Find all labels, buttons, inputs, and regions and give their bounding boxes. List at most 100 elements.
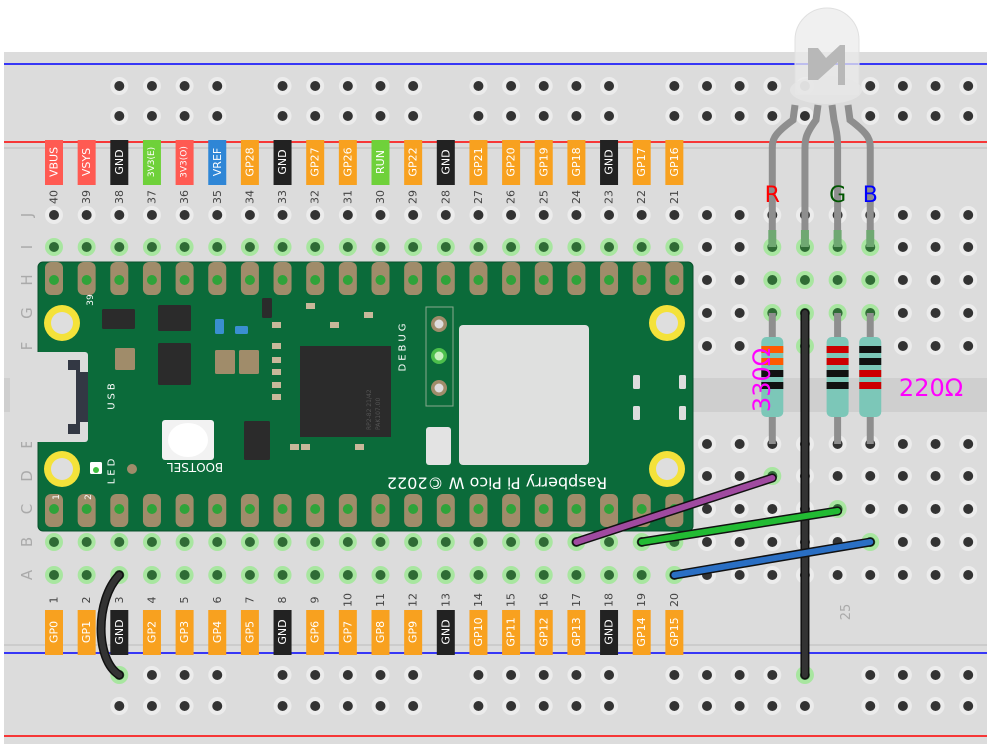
rail-hole-center [342,81,353,91]
pin-label-tag [567,610,586,655]
pin-label-tag [273,610,292,655]
pin-label: GP22 [407,147,420,176]
pin-label: VSYS [80,148,93,176]
pin-label: GP19 [537,147,550,176]
pad-hole [342,275,353,285]
pad-hole [473,275,484,285]
hole-center [930,471,941,481]
pin-label: GP7 [341,621,354,643]
pad-hole [212,275,223,285]
pad-hole [81,504,92,514]
rail-hole-center [865,701,876,711]
hole-center [897,504,908,514]
led-leg [828,104,842,247]
rail-hole-center [310,670,321,680]
hole-center [506,570,517,580]
hole-center [865,504,876,514]
smd-component [158,343,191,385]
hole-center [702,504,712,514]
rail-hole-center [669,111,680,121]
hole-center [963,275,974,285]
pin-label: GP9 [407,621,420,643]
pad-hole [114,275,125,285]
pad-hole [49,275,59,285]
rail-hole-center [179,81,190,91]
mounting-hole-center [656,458,678,480]
pin-number: 12 [407,593,420,607]
pin-label-tag [469,610,488,655]
rail-hole-center [310,81,321,91]
pin-label-tag [404,140,423,185]
pin-number: 22 [635,190,648,204]
rail-hole-center [277,111,288,121]
pin-number: 21 [668,190,681,204]
gnd-wire[interactable] [98,572,123,678]
smd-resistor [355,444,364,450]
blue-channel-wire[interactable] [671,539,874,578]
pin-number: 17 [570,593,583,607]
hole-center [963,341,974,351]
red-channel-wire[interactable] [573,475,776,545]
pin-1-mark: 1 [52,494,62,500]
rail-hole-center [342,670,353,680]
hole-center [81,537,92,547]
smd-resistor [330,322,339,328]
green-channel-wire[interactable] [638,508,841,545]
pin-label: VREF [211,148,224,176]
smd-resistor [272,382,281,388]
pin-number: 23 [603,190,616,204]
pin-label: VBUS [48,147,61,177]
rail-hole-center [146,111,157,121]
pin-label: GND [439,149,452,174]
hole-center [81,570,92,580]
pin-label: GP2 [145,621,158,643]
rail-hole-center [767,701,778,711]
hole-center [897,308,908,318]
resistor-band [826,346,849,353]
hole-center [375,242,386,252]
hole-center [146,242,157,252]
pin-number: 33 [276,190,289,204]
rail-hole-center [114,81,125,91]
pin-label: GP0 [48,621,61,643]
rail-hole-center [212,670,223,680]
pin-label-tag [567,140,586,185]
rail-hole-center [375,701,386,711]
pin-label: GP3 [178,621,191,643]
pin-label: GND [113,149,126,174]
smd-component [115,348,135,370]
rail-hole-center [963,111,974,121]
hole-center [277,570,288,580]
pin-number: 9 [309,597,322,604]
pad-hole [375,504,386,514]
hole-center [440,537,451,547]
hole-center [963,537,974,547]
pad-hole [179,275,190,285]
pin-label-tag [110,140,129,185]
led-leg-label-b: B [863,183,878,208]
mounting-hole-center [51,312,73,334]
smd-resistor [272,322,281,328]
pin-label: GND [276,619,289,644]
usb-shell [68,360,88,434]
led-leg [768,104,799,247]
hole-center [734,210,745,220]
hole-center [375,210,386,220]
pin-number: 36 [178,190,191,204]
smd-component [215,350,235,374]
hole-center [734,537,745,547]
rail-hole-center [342,701,353,711]
hole-center [114,242,125,252]
hole-center [963,242,974,252]
pin-label: GND [439,619,452,644]
rail-hole-center [571,670,582,680]
hole-center [734,439,745,449]
rail-hole-center [538,111,549,121]
rail-hole-center [408,670,419,680]
hole-center [212,210,223,220]
pin-label-tag [600,610,619,655]
hole-center [669,210,680,220]
pad-hole [408,275,419,285]
pad-hole [604,504,615,514]
